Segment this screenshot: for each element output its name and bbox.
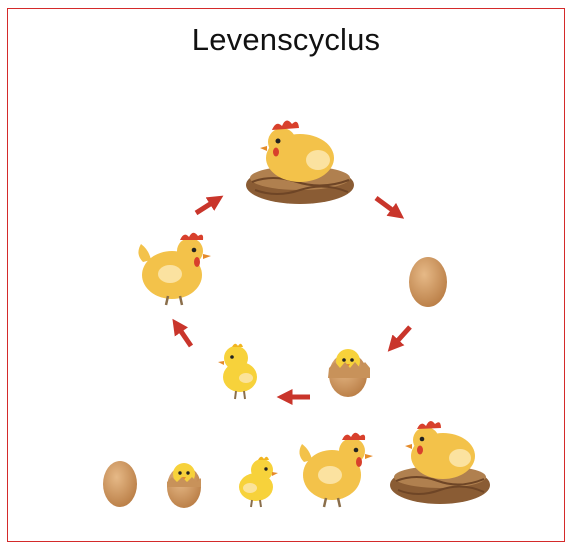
cycle-chick: [218, 344, 257, 399]
arrow-chick-to-hen: [176, 324, 191, 346]
arrow-egg-to-hatching: [392, 327, 410, 347]
row-nest-with-hen: [390, 421, 490, 504]
cycle-egg: [409, 257, 447, 307]
row-hen: [299, 433, 373, 507]
arrow-hen-to-nest: [196, 199, 218, 213]
row-egg: [103, 461, 137, 507]
cycle-nest-with-hen: [246, 120, 354, 204]
row-chick: [239, 457, 278, 507]
row-hatching-egg: [167, 463, 201, 508]
cycle-hen: [138, 233, 211, 305]
arrow-nest-to-egg: [376, 198, 399, 215]
cycle-hatching-egg: [328, 349, 370, 397]
cycle-arrows: [176, 198, 410, 397]
